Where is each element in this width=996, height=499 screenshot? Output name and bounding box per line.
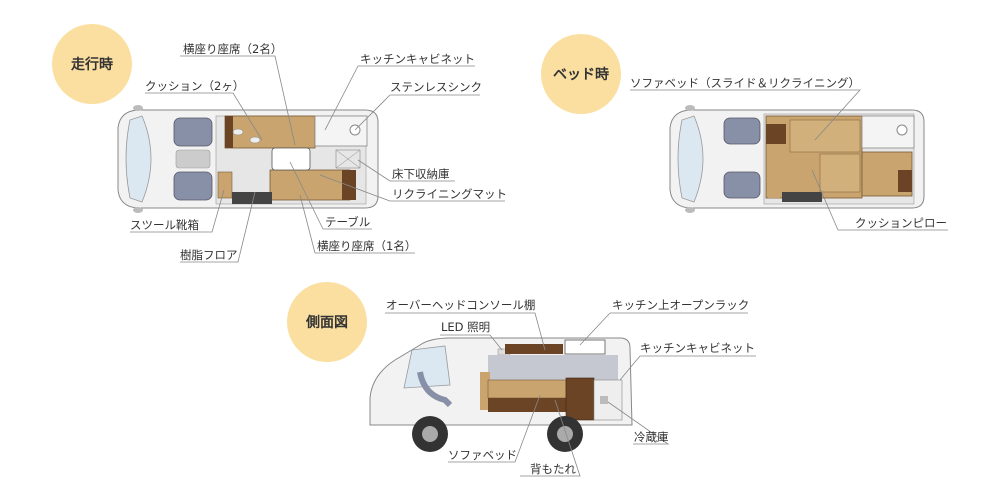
badge-driving: 走行時: [52, 24, 132, 104]
label-table: テーブル: [325, 215, 371, 229]
badge-bed: ベッド時: [541, 34, 621, 114]
label-side-sofa-bed: ソファベッド: [448, 448, 517, 462]
label-kitchen-cabinet: キッチンキャビネット: [360, 52, 475, 66]
label-resin-floor: 樹脂フロア: [180, 248, 238, 262]
label-fridge: 冷蔵庫: [634, 430, 669, 444]
label-kitchen-open-rack: キッチン上オープンラック: [612, 298, 750, 312]
side-van-illustration: [369, 337, 633, 452]
bed-van-illustration: [669, 105, 925, 213]
label-stool-shoebox: スツール靴箱: [130, 218, 199, 232]
label-reclining-mat: リクライニングマット: [392, 187, 507, 201]
label-stainless-sink: ステンレスシンク: [390, 80, 482, 94]
label-side-seat-1: 横座り座席（1名）: [317, 239, 417, 253]
label-led-light: LED 照明: [441, 320, 491, 334]
label-backrest: 背もたれ: [530, 462, 576, 476]
label-side-seat-2: 横座り座席（2名）: [183, 42, 283, 56]
label-underfloor-storage: 床下収納庫: [392, 167, 450, 181]
driving-van-illustration: [117, 105, 379, 213]
label-cushion-2: クッション（2ヶ）: [145, 79, 245, 93]
label-overhead-console: オーバーヘッドコンソール棚: [386, 298, 536, 312]
label-cushion-pillow: クッションピロー: [855, 216, 947, 230]
badge-side: 側面図: [287, 282, 367, 362]
label-side-kitchen-cabinet: キッチンキャビネット: [640, 341, 755, 355]
label-sofa-bed-slide: ソファベッド（スライド＆リクライニング）: [630, 76, 860, 90]
